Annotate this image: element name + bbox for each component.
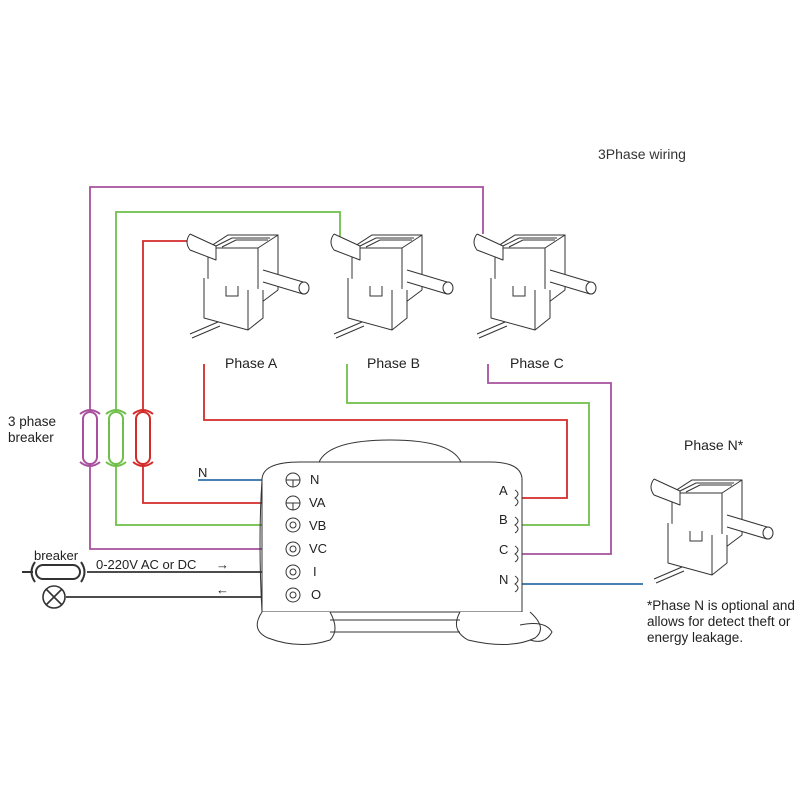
three-phase-breaker-label: 3 phase breaker [8,414,56,446]
clamp-label-phase-c: Phase C [510,355,564,371]
terminal-label-c: C [499,542,509,557]
clamp-label-phase-n: Phase N* [684,437,744,453]
breaker-icon-phase-b [105,409,127,467]
terminal-label-o: O [311,587,322,602]
breaker-icon-phase-c [79,409,101,467]
terminal-screws-left [285,472,301,603]
terminal-label-n-right: N [499,572,509,587]
current-clamp-icon-phase-c [473,233,597,339]
current-clamp-icon-phase-a [186,233,310,339]
three-phase-breaker-line1: 3 phase [8,414,57,429]
supply-voltage-label: 0-220V AC or DC [96,557,197,572]
lamp-icon [42,585,66,609]
clamp-label-phase-b: Phase B [367,355,420,371]
wire-phase-b-top [115,211,341,412]
wire-phase-a-top [142,240,193,412]
terminal-label-a: A [499,483,508,498]
wire-phase-c-top [89,186,484,412]
terminal-label-n: N [310,472,320,487]
terminal-label-vb: VB [309,518,327,533]
breaker-icon-phase-a [132,409,154,467]
terminal-label-va: VA [309,495,326,510]
terminal-label-b: B [499,512,508,527]
breaker-icon-supply [22,561,86,583]
wire-phase-a-to-va [142,464,262,504]
wire-clamp-c-out [487,364,612,555]
phase-n-note: *Phase N is optional and allows for dete… [647,598,795,645]
clamp-label-phase-a: Phase A [225,355,278,371]
arrow-in-icon: ← [216,582,229,597]
wire-phase-c-to-vc [89,464,262,550]
neutral-input-label: N [198,465,208,480]
three-phase-breaker-line2: breaker [8,430,54,445]
wire-clamp-b-out [346,364,590,526]
current-clamp-icon-phase-b [330,233,454,339]
wire-clamp-a-out [203,364,568,499]
energy-meter-device [256,439,553,646]
terminal-screws-right [514,489,519,593]
current-clamp-icon-phase-n [650,478,774,584]
arrow-out-icon: → [216,557,229,572]
wire-phase-b-to-vb [115,464,262,526]
terminal-label-vc: VC [309,541,328,556]
diagram-title: 3Phase wiring [598,146,686,162]
supply-breaker-label: breaker [34,548,79,563]
terminal-label-i: I [313,564,317,579]
